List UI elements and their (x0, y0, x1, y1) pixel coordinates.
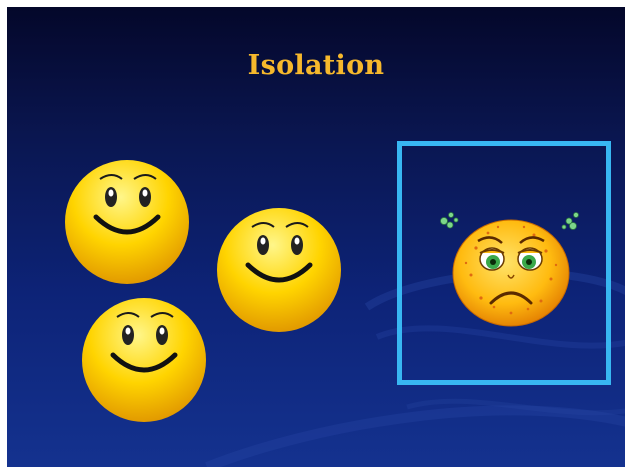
isolation-frame (397, 141, 611, 385)
smiley-face-icon (82, 298, 206, 422)
sad-sick-face-icon (440, 212, 579, 327)
smiley-face-icon (217, 208, 341, 332)
slide: Isolation (7, 7, 625, 467)
smiley-face-icon (65, 160, 189, 284)
slide-title: Isolation (247, 50, 385, 81)
